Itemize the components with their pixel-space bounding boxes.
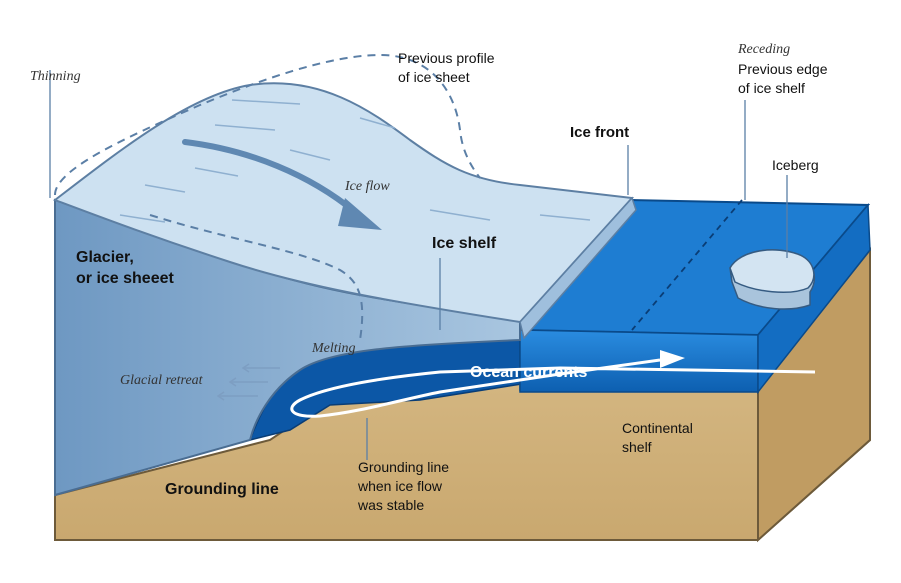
label-ice-flow: Ice flow xyxy=(344,179,390,194)
previous-grounding-dashed xyxy=(149,214,364,341)
label-thinning: Thinning xyxy=(30,69,81,84)
label-previous-edge-1: Previous edge xyxy=(738,61,828,77)
label-ocean-currents: Ocean currents xyxy=(470,364,587,381)
ocean-front-face xyxy=(519,329,759,393)
ocean-current-loop xyxy=(290,358,816,418)
label-ice-front: Ice front xyxy=(570,124,629,141)
label-grounding-stable-2: when ice flow xyxy=(357,478,443,494)
leader-lines xyxy=(49,70,788,460)
label-previous-profile-1: Previous profile xyxy=(398,50,495,66)
glacial-retreat-arrows xyxy=(216,363,280,401)
iceberg xyxy=(729,249,816,310)
label-glacial-retreat: Glacial retreat xyxy=(120,373,204,388)
ice-flow-arrow-shaft xyxy=(182,139,358,215)
label-grounding-stable-3: was stable xyxy=(357,497,424,513)
label-melting: Melting xyxy=(311,341,356,356)
label-glacier-2: or ice sheeet xyxy=(76,270,175,287)
label-receding: Receding xyxy=(737,42,790,57)
label-grounding-line: Grounding line xyxy=(165,481,279,498)
label-grounding-stable-1: Grounding line xyxy=(358,459,449,475)
ice-surface-streaks xyxy=(119,99,591,223)
label-iceberg: Iceberg xyxy=(772,157,819,173)
label-continental-shelf-1: Continental xyxy=(622,420,693,436)
label-ice-shelf: Ice shelf xyxy=(432,235,497,252)
label-glacier-1: Glacier, xyxy=(76,249,134,266)
label-previous-profile-2: of ice sheet xyxy=(398,69,470,85)
label-continental-shelf-2: shelf xyxy=(622,439,652,455)
ice-flow-arrow-head xyxy=(338,198,382,230)
label-previous-edge-2: of ice shelf xyxy=(738,80,805,96)
ice-front-face xyxy=(519,196,637,340)
previous-profile-dashed xyxy=(54,53,481,196)
ocean-side-face xyxy=(757,203,871,395)
ocean-current-arrow-head xyxy=(660,350,685,368)
